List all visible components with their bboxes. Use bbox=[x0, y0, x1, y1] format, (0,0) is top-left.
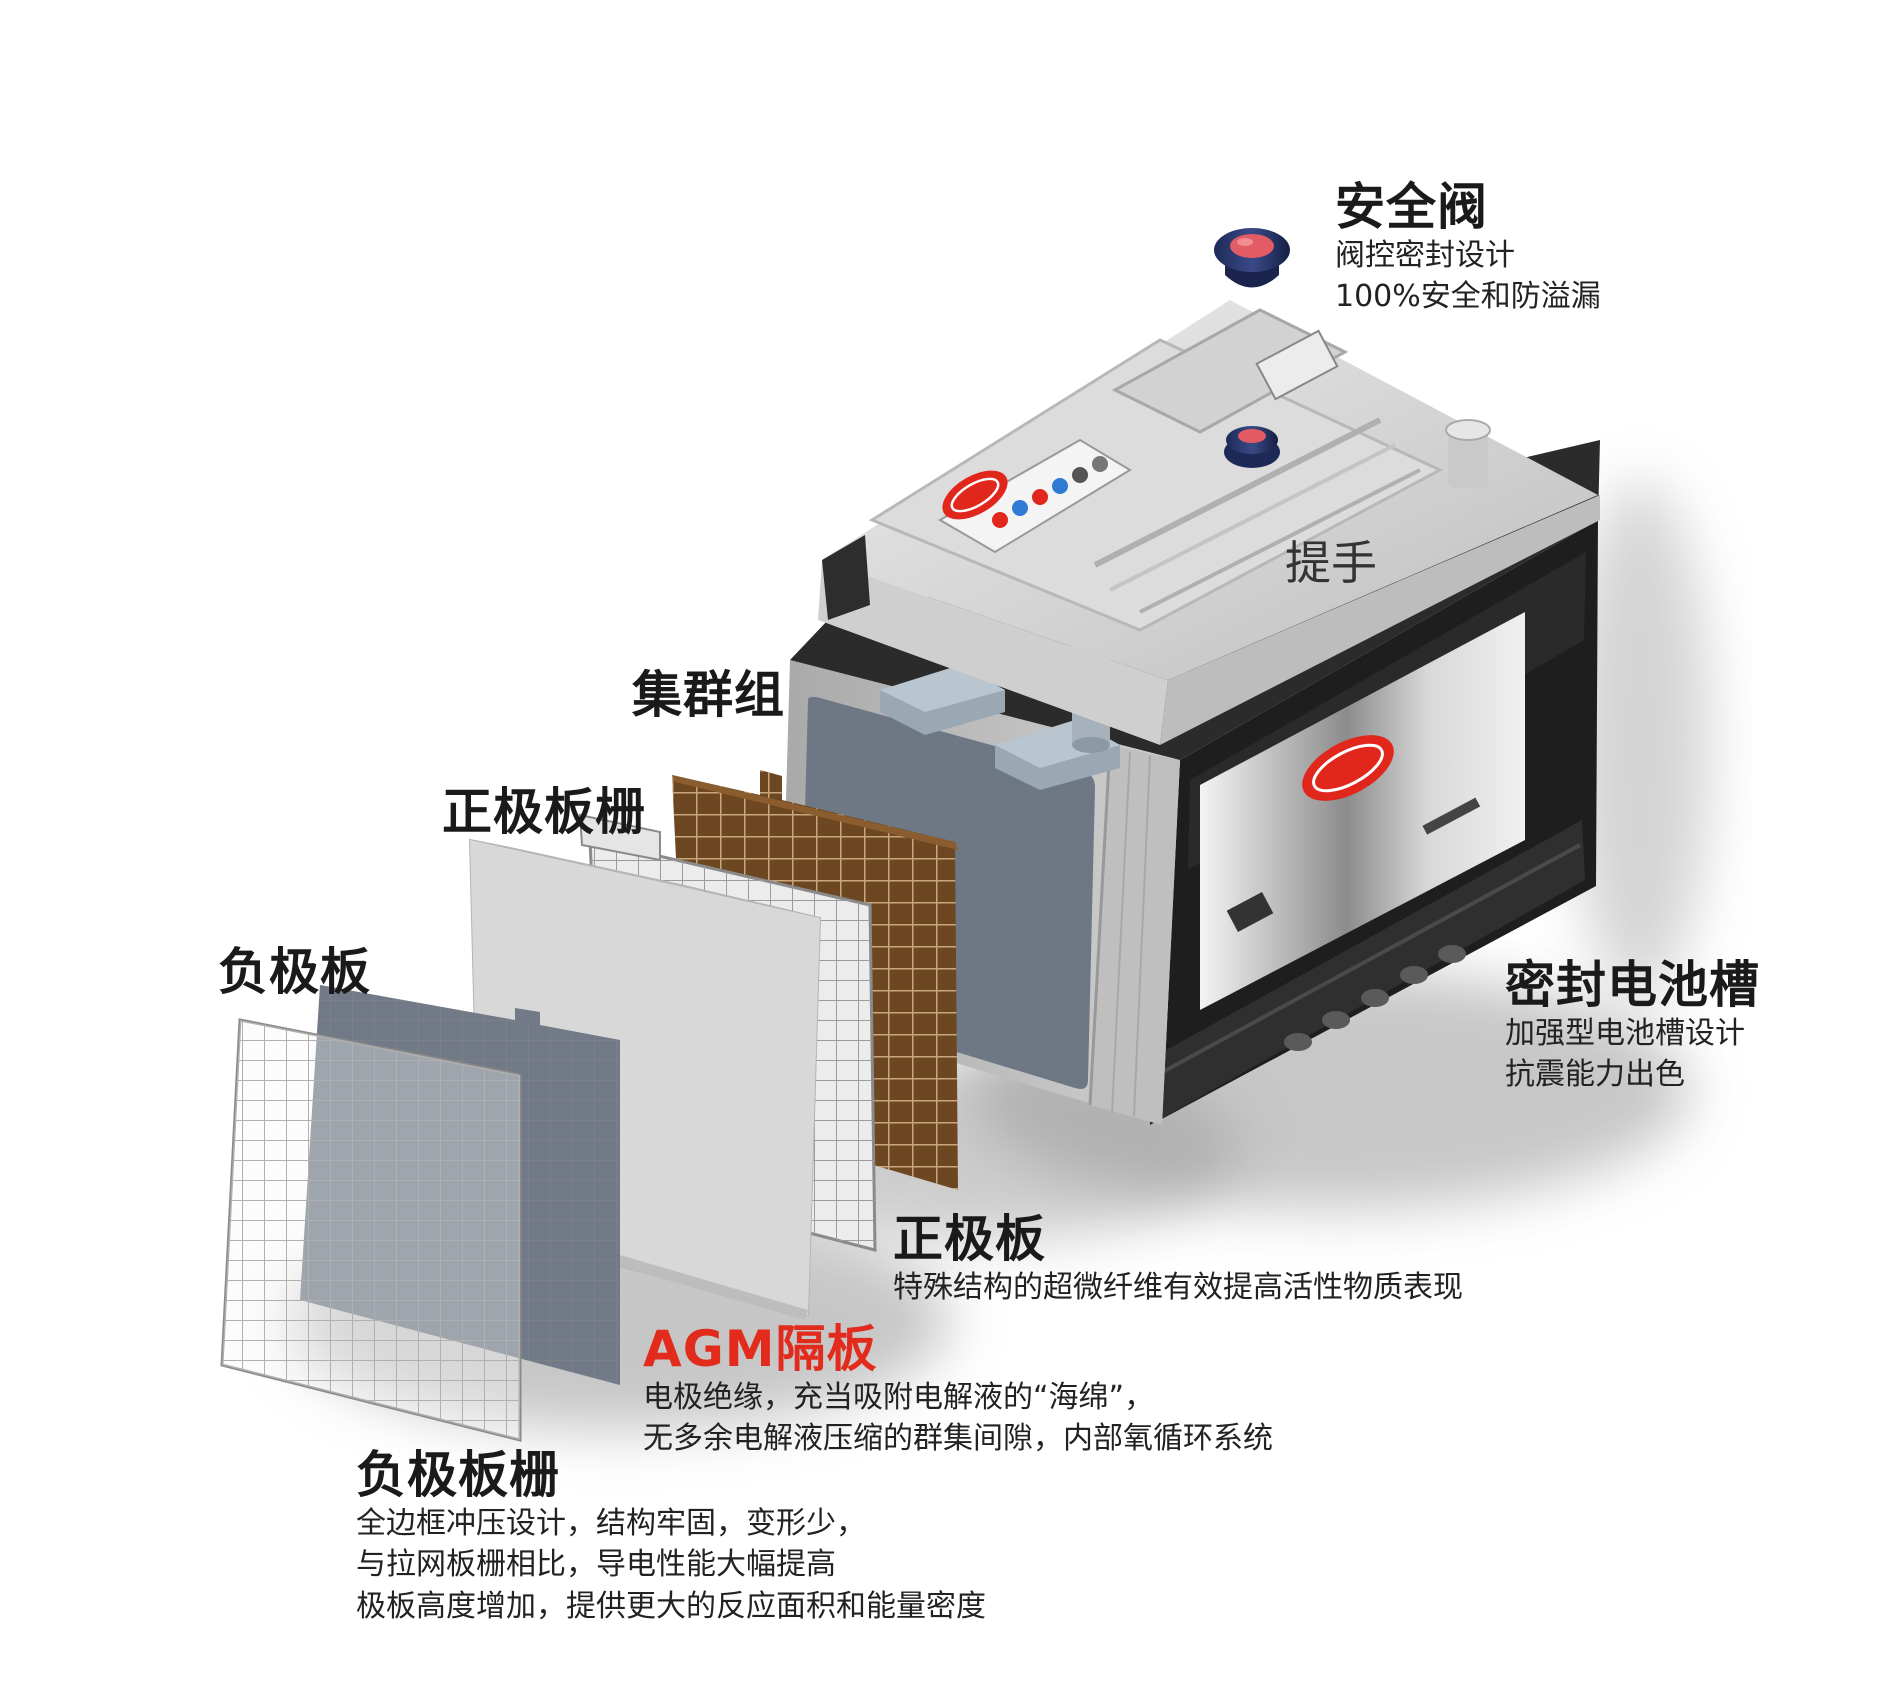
safety-valve-desc-2: 100%安全和防溢漏 bbox=[1335, 279, 1601, 315]
negative-plate-title: 负极板 bbox=[218, 943, 371, 1001]
positive-grid-title: 正极板栅 bbox=[442, 783, 646, 841]
delphi-logo-case bbox=[1302, 735, 1394, 801]
label-handle: 提手 bbox=[1285, 532, 1377, 595]
negative-grid-desc-2: 与拉网板栅相比，导电性能大幅提高 bbox=[356, 1547, 836, 1583]
negative-grid-desc-1: 全边框冲压设计，结构牢固，变形少， bbox=[356, 1506, 866, 1541]
label-positive-grid: 正极板栅 bbox=[442, 785, 646, 840]
safety-valve-desc-1: 阀控密封设计 bbox=[1335, 238, 1515, 273]
sealed-case-title: 密封电池槽 bbox=[1505, 956, 1760, 1014]
negative-grid-title: 负极板栅 bbox=[356, 1446, 560, 1504]
label-agm-separator: AGM隔板 电极绝缘，充当吸附电解液的“海绵”， 无多余电解液压缩的群集间隙，内… bbox=[643, 1322, 1273, 1460]
label-sealed-case: 密封电池槽 加强型电池槽设计 抗震能力出色 bbox=[1505, 958, 1760, 1096]
label-negative-grid: 负极板栅 全边框冲压设计，结构牢固，变形少， 与拉网板栅相比，导电性能大幅提高 … bbox=[356, 1448, 986, 1627]
battery-lid bbox=[818, 300, 1600, 745]
label-safety-valve: 安全阀 阀控密封设计 100%安全和防溢漏 bbox=[1335, 180, 1601, 318]
sealed-case-desc-2: 抗震能力出色 bbox=[1505, 1057, 1685, 1093]
safety-valve-cap bbox=[1214, 228, 1290, 288]
delphi-logo-lid bbox=[942, 470, 1008, 520]
positive-plate-desc-1: 特殊结构的超微纤维有效提高活性物质表现 bbox=[893, 1270, 1463, 1305]
label-cluster-group: 集群组 bbox=[632, 668, 785, 723]
agm-separator-title: AGM隔板 bbox=[643, 1320, 878, 1378]
negative-grid-desc-3: 极板高度增加，提供更大的反应面积和能量密度 bbox=[356, 1588, 986, 1624]
label-negative-plate: 负极板 bbox=[218, 945, 371, 1000]
sealed-case-desc-1: 加强型电池槽设计 bbox=[1505, 1016, 1745, 1051]
safety-valve-title: 安全阀 bbox=[1335, 178, 1488, 236]
positive-plate-title: 正极板 bbox=[893, 1210, 1046, 1268]
agm-separator-desc-2: 无多余电解液压缩的群集间隙，内部氧循环系统 bbox=[643, 1421, 1273, 1457]
label-positive-plate: 正极板 特殊结构的超微纤维有效提高活性物质表现 bbox=[893, 1212, 1463, 1308]
handle-title: 提手 bbox=[1285, 536, 1377, 590]
case-label bbox=[1200, 612, 1525, 1010]
negative-grid-mesh bbox=[220, 1018, 522, 1442]
warning-icons bbox=[992, 456, 1108, 528]
cluster-group-title: 集群组 bbox=[632, 666, 785, 724]
agm-separator-desc-1: 电极绝缘，充当吸附电解液的“海绵”， bbox=[643, 1380, 1155, 1415]
